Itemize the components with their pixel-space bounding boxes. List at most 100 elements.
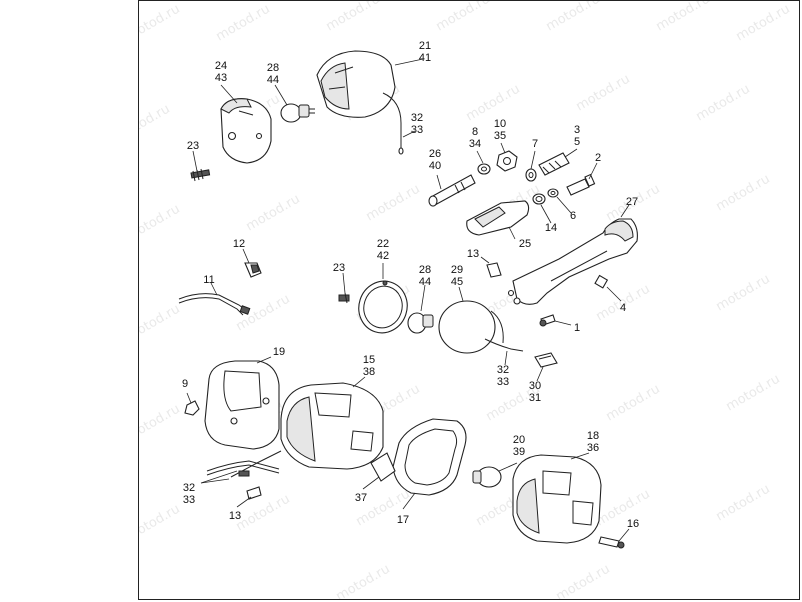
watermark: motod.ru — [724, 372, 783, 415]
callout-12: 12 — [233, 238, 245, 250]
lock-washer-7 — [525, 168, 537, 182]
watermark: motod.ru — [694, 82, 753, 125]
watermark: motod.ru — [594, 487, 653, 530]
spacer-14 — [532, 193, 546, 205]
watermark: motod.ru — [544, 1, 603, 34]
callout-1: 1 — [574, 322, 580, 334]
watermark: motod.ru — [654, 1, 713, 34]
callout-23-mid: 23 — [333, 262, 345, 274]
hex-nut-10 — [496, 150, 518, 172]
callout-37: 37 — [355, 492, 367, 504]
wire-32-bottom — [206, 460, 280, 477]
mounting-bracket-27 — [507, 218, 638, 305]
watermark: motod.ru — [554, 562, 613, 600]
callout-13-mid: 13 — [467, 248, 479, 260]
fastener-4 — [594, 274, 609, 289]
callout-25: 25 — [519, 238, 531, 250]
bulb-20 — [472, 466, 502, 488]
callout-4: 4 — [620, 302, 626, 314]
gasket-19 — [204, 360, 280, 450]
lamp-mounting-plate-top — [220, 98, 272, 164]
screw-23-mid — [338, 292, 350, 304]
watermark: motod.ru — [139, 302, 183, 345]
screw-23-top — [190, 168, 211, 182]
callout-13-bottom: 13 — [229, 510, 241, 522]
callout-6: 6 — [570, 210, 576, 222]
watermark: motod.ru — [364, 182, 423, 225]
nut-9 — [184, 400, 200, 416]
washer-8 — [477, 163, 491, 175]
watermark: motod.ru — [324, 1, 383, 34]
leader-lines — [186, 58, 630, 542]
lens-18 — [512, 454, 602, 544]
lamp-body-15 — [230, 382, 384, 478]
callout-2: 2 — [595, 152, 601, 164]
bulb-mid — [407, 312, 434, 334]
watermark: motod.ru — [604, 382, 663, 425]
wire-harness-11 — [178, 293, 251, 316]
callout-19: 19 — [273, 346, 285, 358]
lens-ring-22 — [358, 280, 408, 334]
watermark: motod.ru — [714, 482, 773, 525]
diagram-frame: motod.ru motod.ru motod.ru motod.ru moto… — [138, 0, 800, 600]
wire-clip-12 — [244, 262, 262, 278]
clip-13-bottom — [246, 486, 262, 500]
watermark: motod.ru — [234, 292, 293, 335]
watermark: motod.ru — [139, 2, 183, 45]
clip-13-mid — [486, 262, 502, 278]
watermark: motod.ru — [139, 502, 183, 545]
bracket-37 — [370, 452, 396, 482]
watermark: motod.ru — [434, 1, 493, 34]
screw-16 — [598, 536, 625, 549]
lens-29 — [438, 300, 524, 354]
callout-14: 14 — [545, 222, 557, 234]
clamp-25 — [466, 200, 530, 236]
callout-27: 27 — [626, 196, 638, 208]
screw-1 — [539, 314, 556, 327]
callout-9: 9 — [182, 378, 188, 390]
callout-16: 16 — [627, 518, 639, 530]
watermark: motod.ru — [234, 492, 293, 535]
exploded-parts-diagram: motod.ru motod.ru motod.ru motod.ru moto… — [139, 1, 793, 600]
stud-26 — [428, 174, 476, 207]
watermark: motod.ru — [734, 2, 793, 45]
callout-17: 17 — [397, 514, 409, 526]
watermark: motod.ru — [139, 402, 183, 445]
watermark: motod.ru — [244, 192, 303, 235]
watermark: motod.ru — [139, 202, 183, 245]
terminal-30 — [534, 352, 558, 368]
bolt-2 — [566, 173, 596, 196]
watermark: motod.ru — [214, 2, 273, 45]
callout-7: 7 — [532, 138, 538, 150]
reflector-17 — [392, 418, 467, 496]
watermark: motod.ru — [574, 72, 633, 115]
callout-23-top: 23 — [187, 140, 199, 152]
bulb-top — [280, 103, 315, 123]
callout-11: 11 — [203, 274, 214, 286]
washer-6 — [547, 188, 559, 198]
threaded-bushing-3 — [538, 152, 570, 176]
watermark: motod.ru — [139, 102, 173, 145]
watermark: motod.ru — [334, 562, 393, 600]
watermark: motod.ru — [714, 272, 773, 315]
lamp-housing-top — [316, 50, 404, 155]
watermark: motod.ru — [714, 172, 773, 215]
